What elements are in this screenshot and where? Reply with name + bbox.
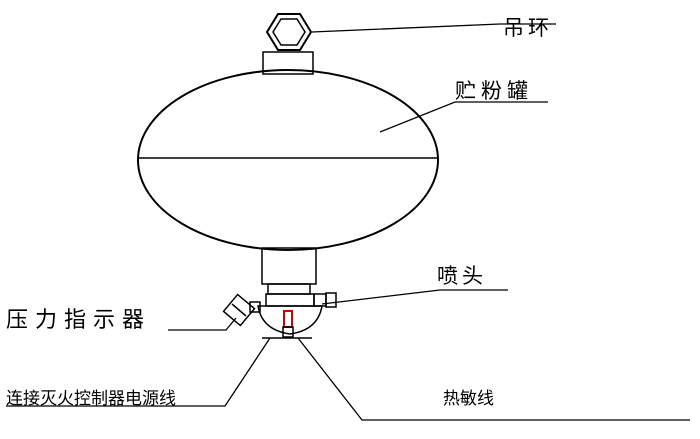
sensor-bulb [283, 310, 293, 328]
heat-sensitive-wire-label: 热敏线 [443, 389, 494, 409]
nozzle-label: 喷头 [437, 264, 487, 288]
tank-neck [262, 51, 314, 75]
nozzle-assembly [249, 283, 337, 335]
powder-tank-label: 贮粉罐 [455, 79, 533, 103]
powder-tank [137, 69, 439, 251]
pressure-indicator-label: 压力指示器 [6, 308, 152, 333]
controller-power-cable-label: 连接灭火控制器电源线 [6, 389, 176, 409]
hanging-ring-label: 吊环 [503, 16, 553, 40]
leader-lines [6, 23, 690, 421]
hanging-ring [265, 13, 313, 51]
pressure-indicator-device [222, 293, 256, 327]
nozzle-tip [282, 326, 294, 338]
tank-outlet [261, 247, 317, 285]
